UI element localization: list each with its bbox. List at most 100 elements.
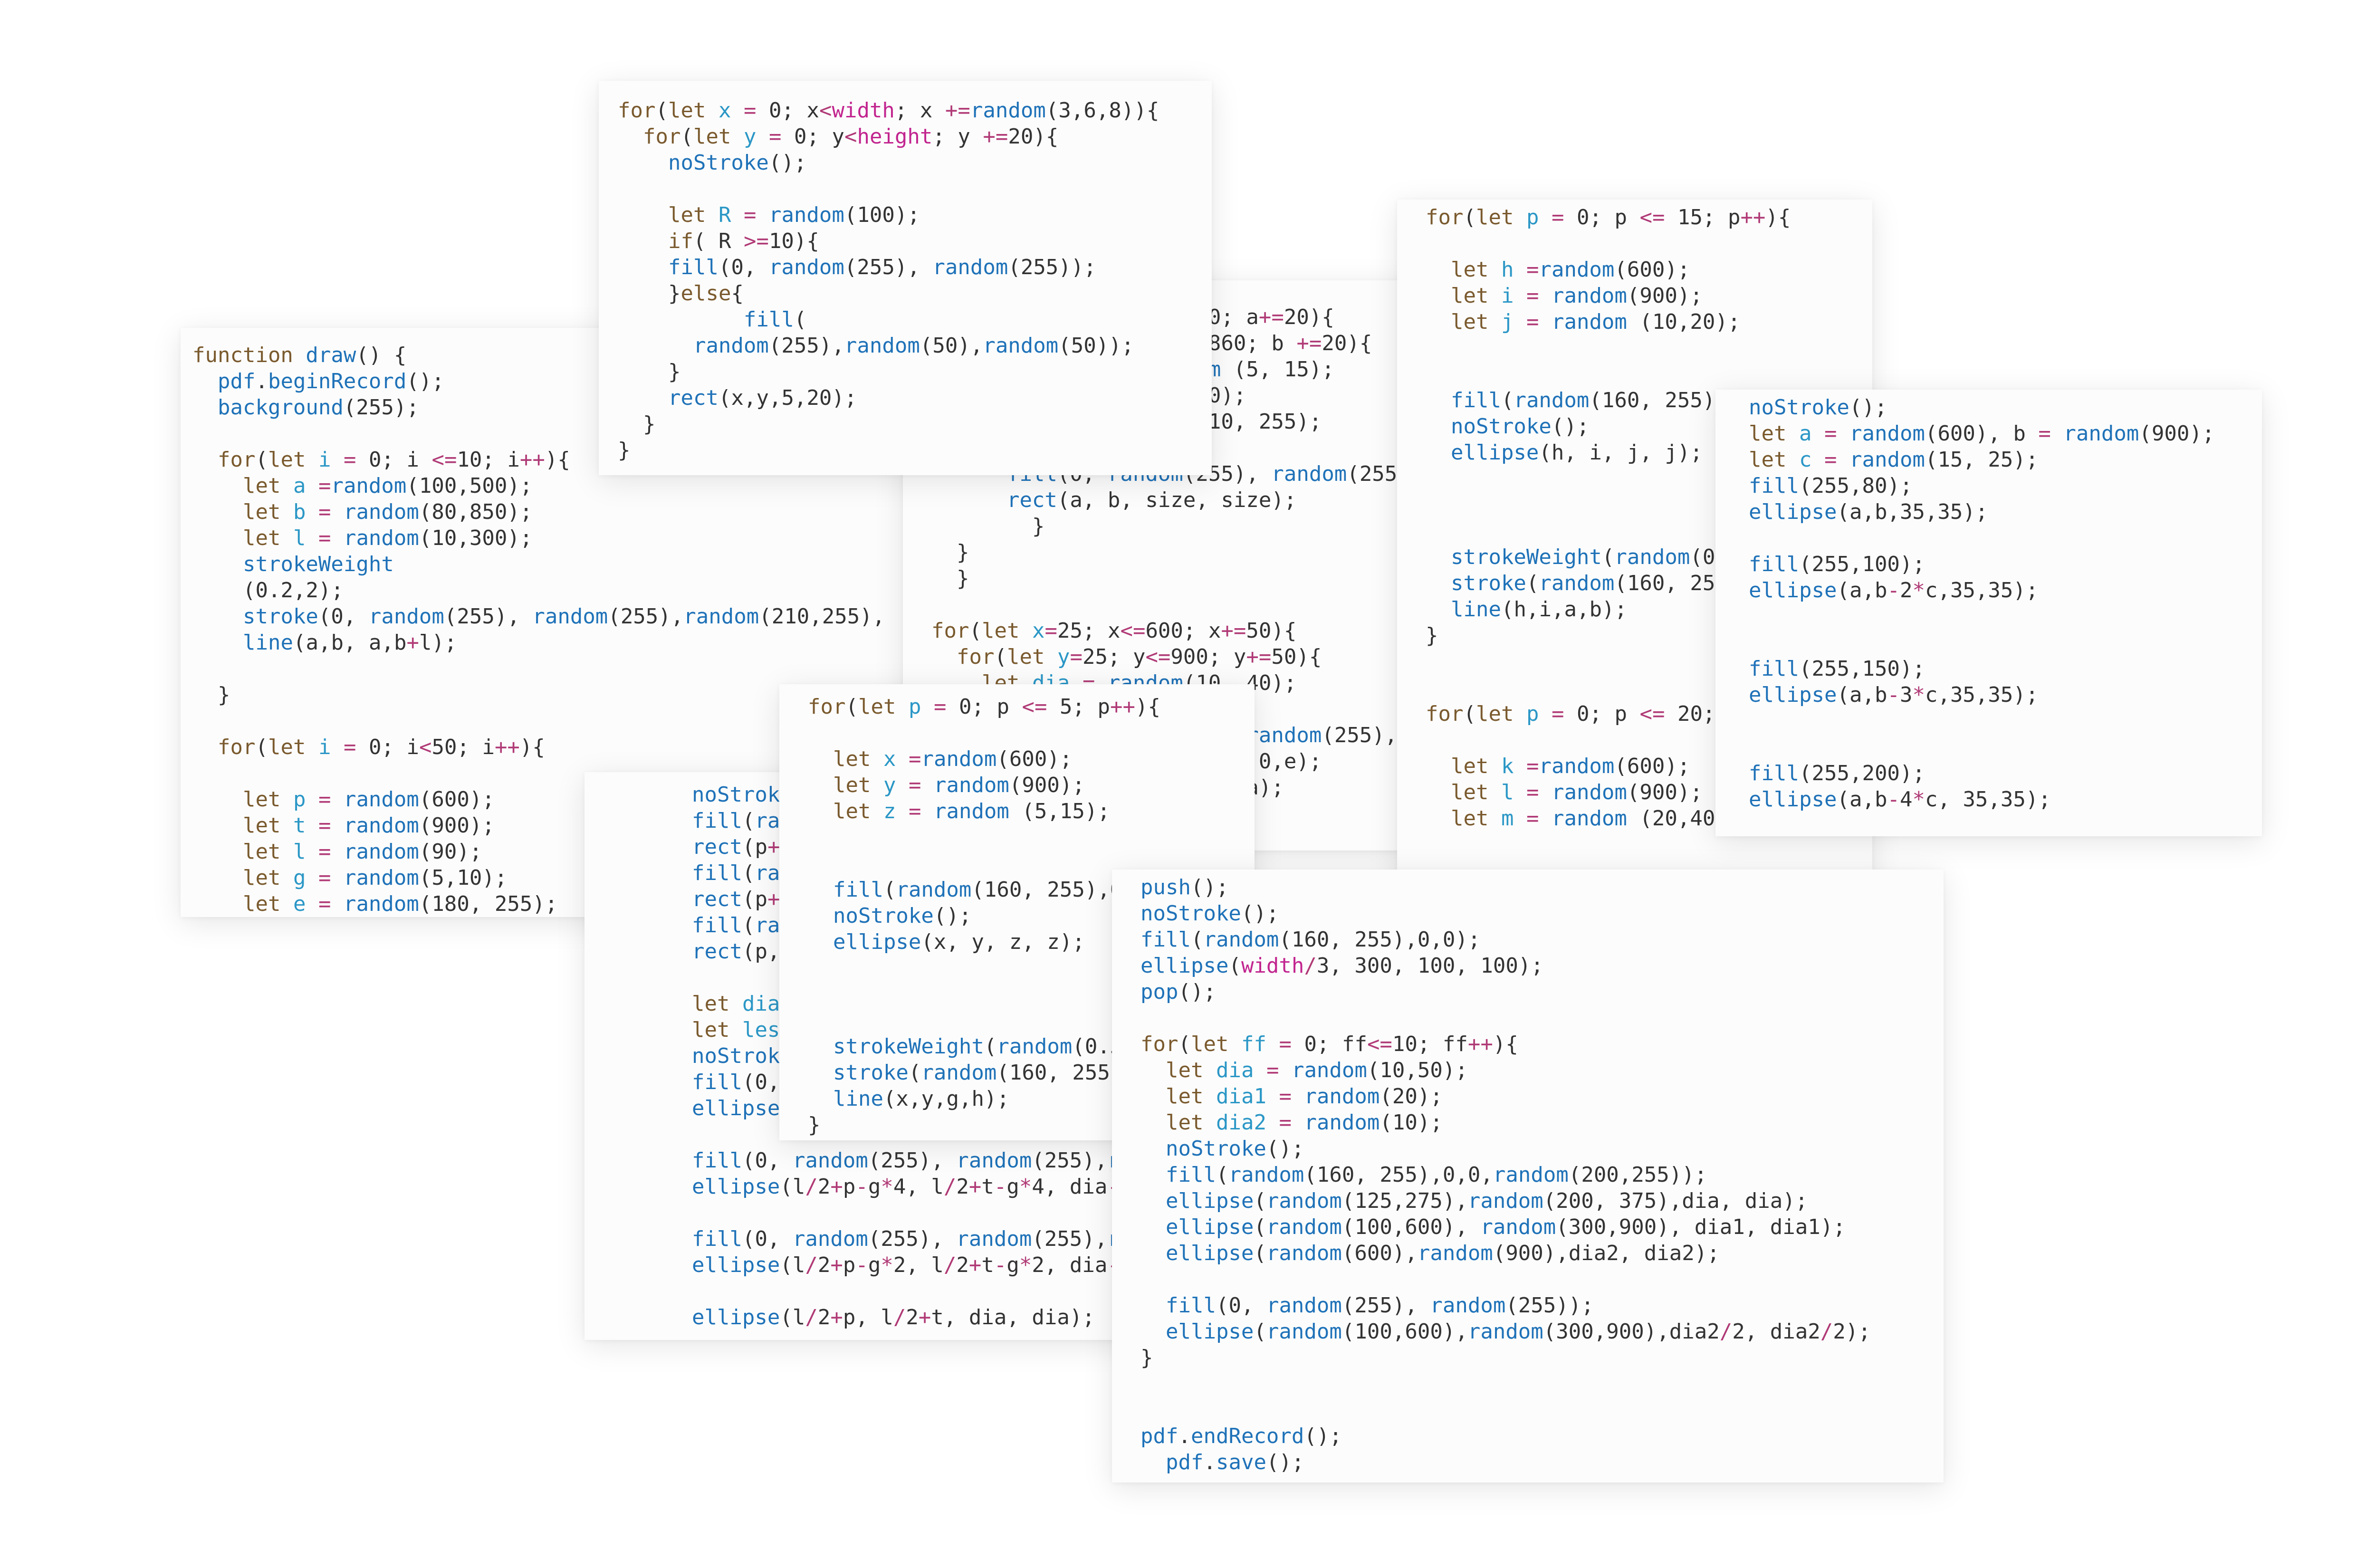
code-line (1140, 1266, 1871, 1292)
code-line (1749, 525, 2214, 551)
code-line (1749, 708, 2214, 734)
code-line: for(let i = 0; i <=10; i++){ (217, 448, 570, 472)
code-block: push();noStroke();fill(random(160, 255),… (1140, 874, 1871, 1475)
code-line: pop(); (1140, 980, 1216, 1004)
code-line (1140, 1397, 1871, 1423)
code-line: let l = random(10,300); (242, 526, 533, 550)
code-line: let j = random (10,20); (1450, 310, 1741, 334)
code-line: fill(255,80); (1749, 474, 1913, 498)
code-line: for(let y=25; y<=900; y+=50){ (956, 645, 1322, 669)
code-line: } (618, 438, 631, 462)
code-line: fill( (743, 307, 807, 332)
code-line: let a =random(100,500); (242, 474, 533, 498)
code-line: let p = random(600); (242, 787, 495, 812)
code-line (808, 720, 1211, 746)
code-line: ellipse(random(100,600), random(300,900)… (1165, 1215, 1846, 1239)
code-line: let a = random(600), b = random(900); (1749, 421, 2215, 446)
code-line: for(let p = 0; p <= 15; p++){ (1426, 205, 1791, 229)
code-card-record-end: push();noStroke();fill(random(160, 255),… (1112, 870, 1944, 1482)
code-line: noStroke(); (668, 151, 807, 175)
code-line: ellipse(a,b-4*c, 35,35); (1749, 787, 2051, 812)
code-line: ellipse(width/3, 300, 100, 100); (1140, 954, 1543, 978)
code-line: noStroke(); (1450, 414, 1590, 439)
code-line (1140, 1371, 1871, 1397)
code-line: let dia2 = random(10); (1165, 1110, 1443, 1135)
code-line (808, 824, 1211, 851)
code-line: fill(0, random(255), random(255)); (668, 255, 1096, 279)
code-line: for(let ff = 0; ff<=10; ff++){ (1140, 1032, 1518, 1056)
code-line: line(a,b, a,b+l); (242, 631, 457, 655)
code-line: } (808, 1113, 821, 1137)
code-line: } (217, 683, 230, 707)
code-line (618, 176, 1159, 202)
code-line (1426, 335, 1829, 361)
code-line (1140, 1005, 1871, 1031)
code-line: ellipse(a,b-2*c,35,35); (1749, 578, 2039, 602)
code-line: pdf.save(); (1165, 1450, 1304, 1474)
code-line: fill(random(160, 255),0,0,random(200,255… (1165, 1163, 1707, 1187)
code-line: for(let y = 0; y<height; y +=20){ (642, 124, 1059, 149)
code-line (1749, 734, 2214, 760)
code-line: fill(255,200); (1749, 761, 1925, 785)
code-line: let l = random(900); (1450, 780, 1703, 804)
code-line: } (668, 360, 681, 384)
code-line: } (1032, 514, 1045, 538)
code-block: noStroke();let a = random(600), b = rand… (1749, 394, 2214, 813)
code-line: } (642, 412, 656, 436)
code-line (192, 656, 885, 682)
code-line: ellipse(l/2+p, l/2+t, dia, dia); (691, 1305, 1095, 1329)
code-line: push(); (1140, 875, 1229, 899)
code-line: function draw() { (192, 343, 407, 367)
code-line: ellipse(a,b,35,35); (1749, 500, 1988, 524)
code-line: let z = random (5,15); (833, 799, 1110, 823)
code-line: ellipse(h, i, j, j); (1450, 440, 1703, 465)
code-line (1426, 361, 1829, 387)
code-line: } (956, 540, 969, 564)
code-line: let k =random(600); (1450, 754, 1690, 778)
code-line: } (956, 566, 969, 591)
code-line: fill(255,150); (1749, 657, 1925, 681)
code-line: ellipse(random(125,275),random(200, 375)… (1165, 1189, 1808, 1213)
code-line: let dia1 = random(20); (1165, 1084, 1443, 1109)
code-line: let g = random(5,10); (242, 866, 508, 890)
code-line: noStroke(); (1749, 395, 1887, 420)
code-line: for(let x=25; x<=600; x+=50){ (931, 619, 1297, 643)
code-line: ellipse(x, y, z, z); (833, 930, 1085, 954)
code-line: line(x,y,g,h); (833, 1087, 1009, 1111)
code-line: for(let i = 0; i<50; i++){ (217, 735, 545, 759)
code-line (931, 592, 1426, 618)
code-line: ellipse(random(600),random(900),dia2, di… (1165, 1241, 1720, 1265)
code-card-rect-columns: for(let x = 0; x<width; x +=random(3,6,8… (599, 81, 1212, 475)
code-line: random(255),random(50),random(50)); (693, 334, 1134, 358)
code-line: fill(0, random(255), random(255)); (1165, 1293, 1594, 1318)
code-line: fill(random(160, 255),0,0); (1140, 927, 1481, 952)
code-line: let i = random(900); (1450, 284, 1703, 308)
code-line: noStroke(); (1165, 1137, 1304, 1161)
code-line: background(255); (217, 395, 419, 420)
code-line: strokeWeight (242, 552, 394, 576)
code-line: noStroke(); (833, 904, 972, 928)
code-line: let e = random(180, 255); (242, 892, 558, 916)
code-line: let h =random(600); (1450, 258, 1690, 282)
code-line: } (1140, 1346, 1153, 1370)
code-line: } (1426, 623, 1438, 648)
code-line (1749, 603, 2214, 630)
code-line: if( R >=10){ (668, 229, 819, 253)
code-line: let dia = random(10,50); (1165, 1058, 1468, 1082)
code-line: noStroke(); (1140, 901, 1279, 926)
code-line: let b = random(80,850); (242, 500, 533, 524)
code-line: let l = random(90); (242, 840, 482, 864)
code-line: pdf.beginRecord(); (217, 369, 444, 393)
code-line: for(let p = 0; p <= 5; p++){ (808, 695, 1160, 719)
code-line: let R = random(100); (668, 203, 920, 227)
code-line (1426, 230, 1829, 257)
code-line: let x =random(600); (833, 747, 1073, 771)
code-line: fill(255,100); (1749, 552, 1925, 576)
code-line: (0.2,2); (242, 578, 344, 602)
code-line: pdf.endRecord(); (1140, 1424, 1342, 1448)
code-line: for(let x = 0; x<width; x +=random(3,6,8… (618, 98, 1159, 123)
code-line: let y = random(900); (833, 773, 1085, 797)
code-line: line(h,i,a,b); (1450, 597, 1627, 621)
code-line: let t = random(900); (242, 813, 495, 838)
